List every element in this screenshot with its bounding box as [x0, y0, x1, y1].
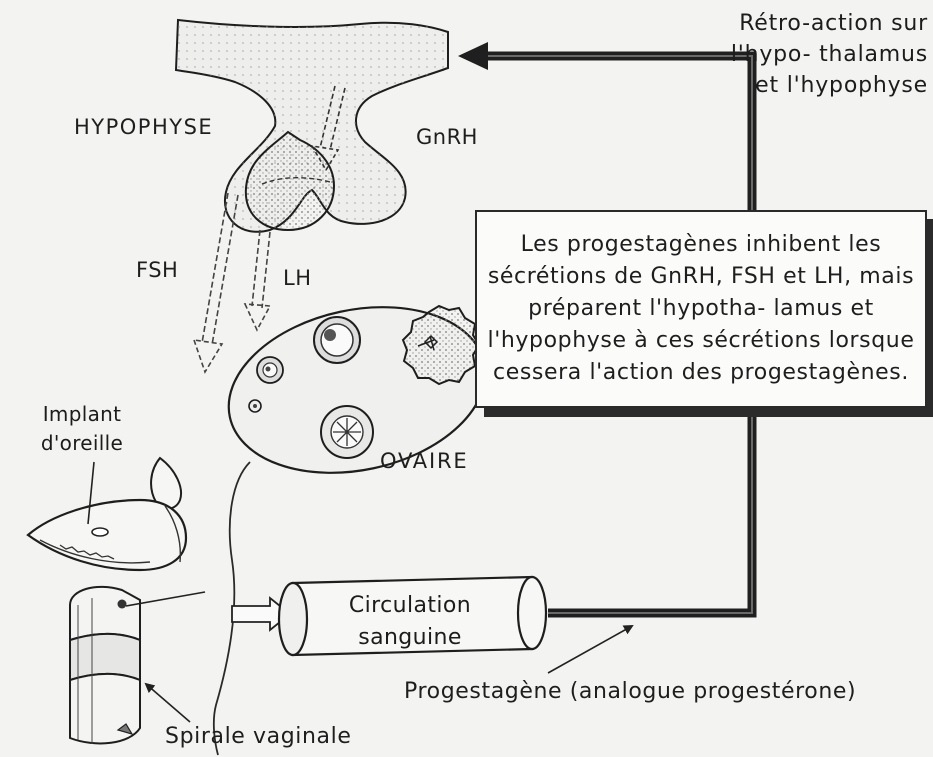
label-circulation: Circulation sanguine — [300, 590, 520, 654]
label-retroaction: Rétro-action sur l'hypo- thalamus et l'h… — [722, 8, 928, 101]
vaginal-spiral — [70, 587, 205, 744]
progestagene-pointer — [548, 626, 632, 673]
feedback-arrowhead — [458, 42, 488, 70]
label-progestagene: Progestagène (analogue progestérone) — [404, 679, 856, 704]
label-lh: LH — [283, 266, 312, 290]
label-gnrh: GnRH — [416, 125, 478, 149]
follicle-large — [314, 317, 360, 363]
info-box-text: Les progestagènes inhibent les sécrétion… — [477, 229, 925, 389]
label-ovaire: OVAIRE — [380, 449, 468, 473]
follicle-radiate — [321, 406, 373, 458]
hypothalamus-pituitary — [176, 20, 448, 232]
implant-marker — [92, 528, 108, 536]
label-fsh: FSH — [136, 258, 178, 282]
info-box: Les progestagènes inhibent les sécrétion… — [475, 210, 927, 408]
label-implant: Implant d'oreille — [22, 400, 142, 458]
label-hypophyse: HYPOPHYSE — [74, 115, 213, 139]
label-spirale: Spirale vaginale — [165, 724, 351, 749]
follicle-tiny — [249, 400, 261, 412]
ear-implant — [28, 458, 186, 570]
lh-arrow — [245, 230, 270, 330]
follicle-small — [257, 357, 283, 383]
